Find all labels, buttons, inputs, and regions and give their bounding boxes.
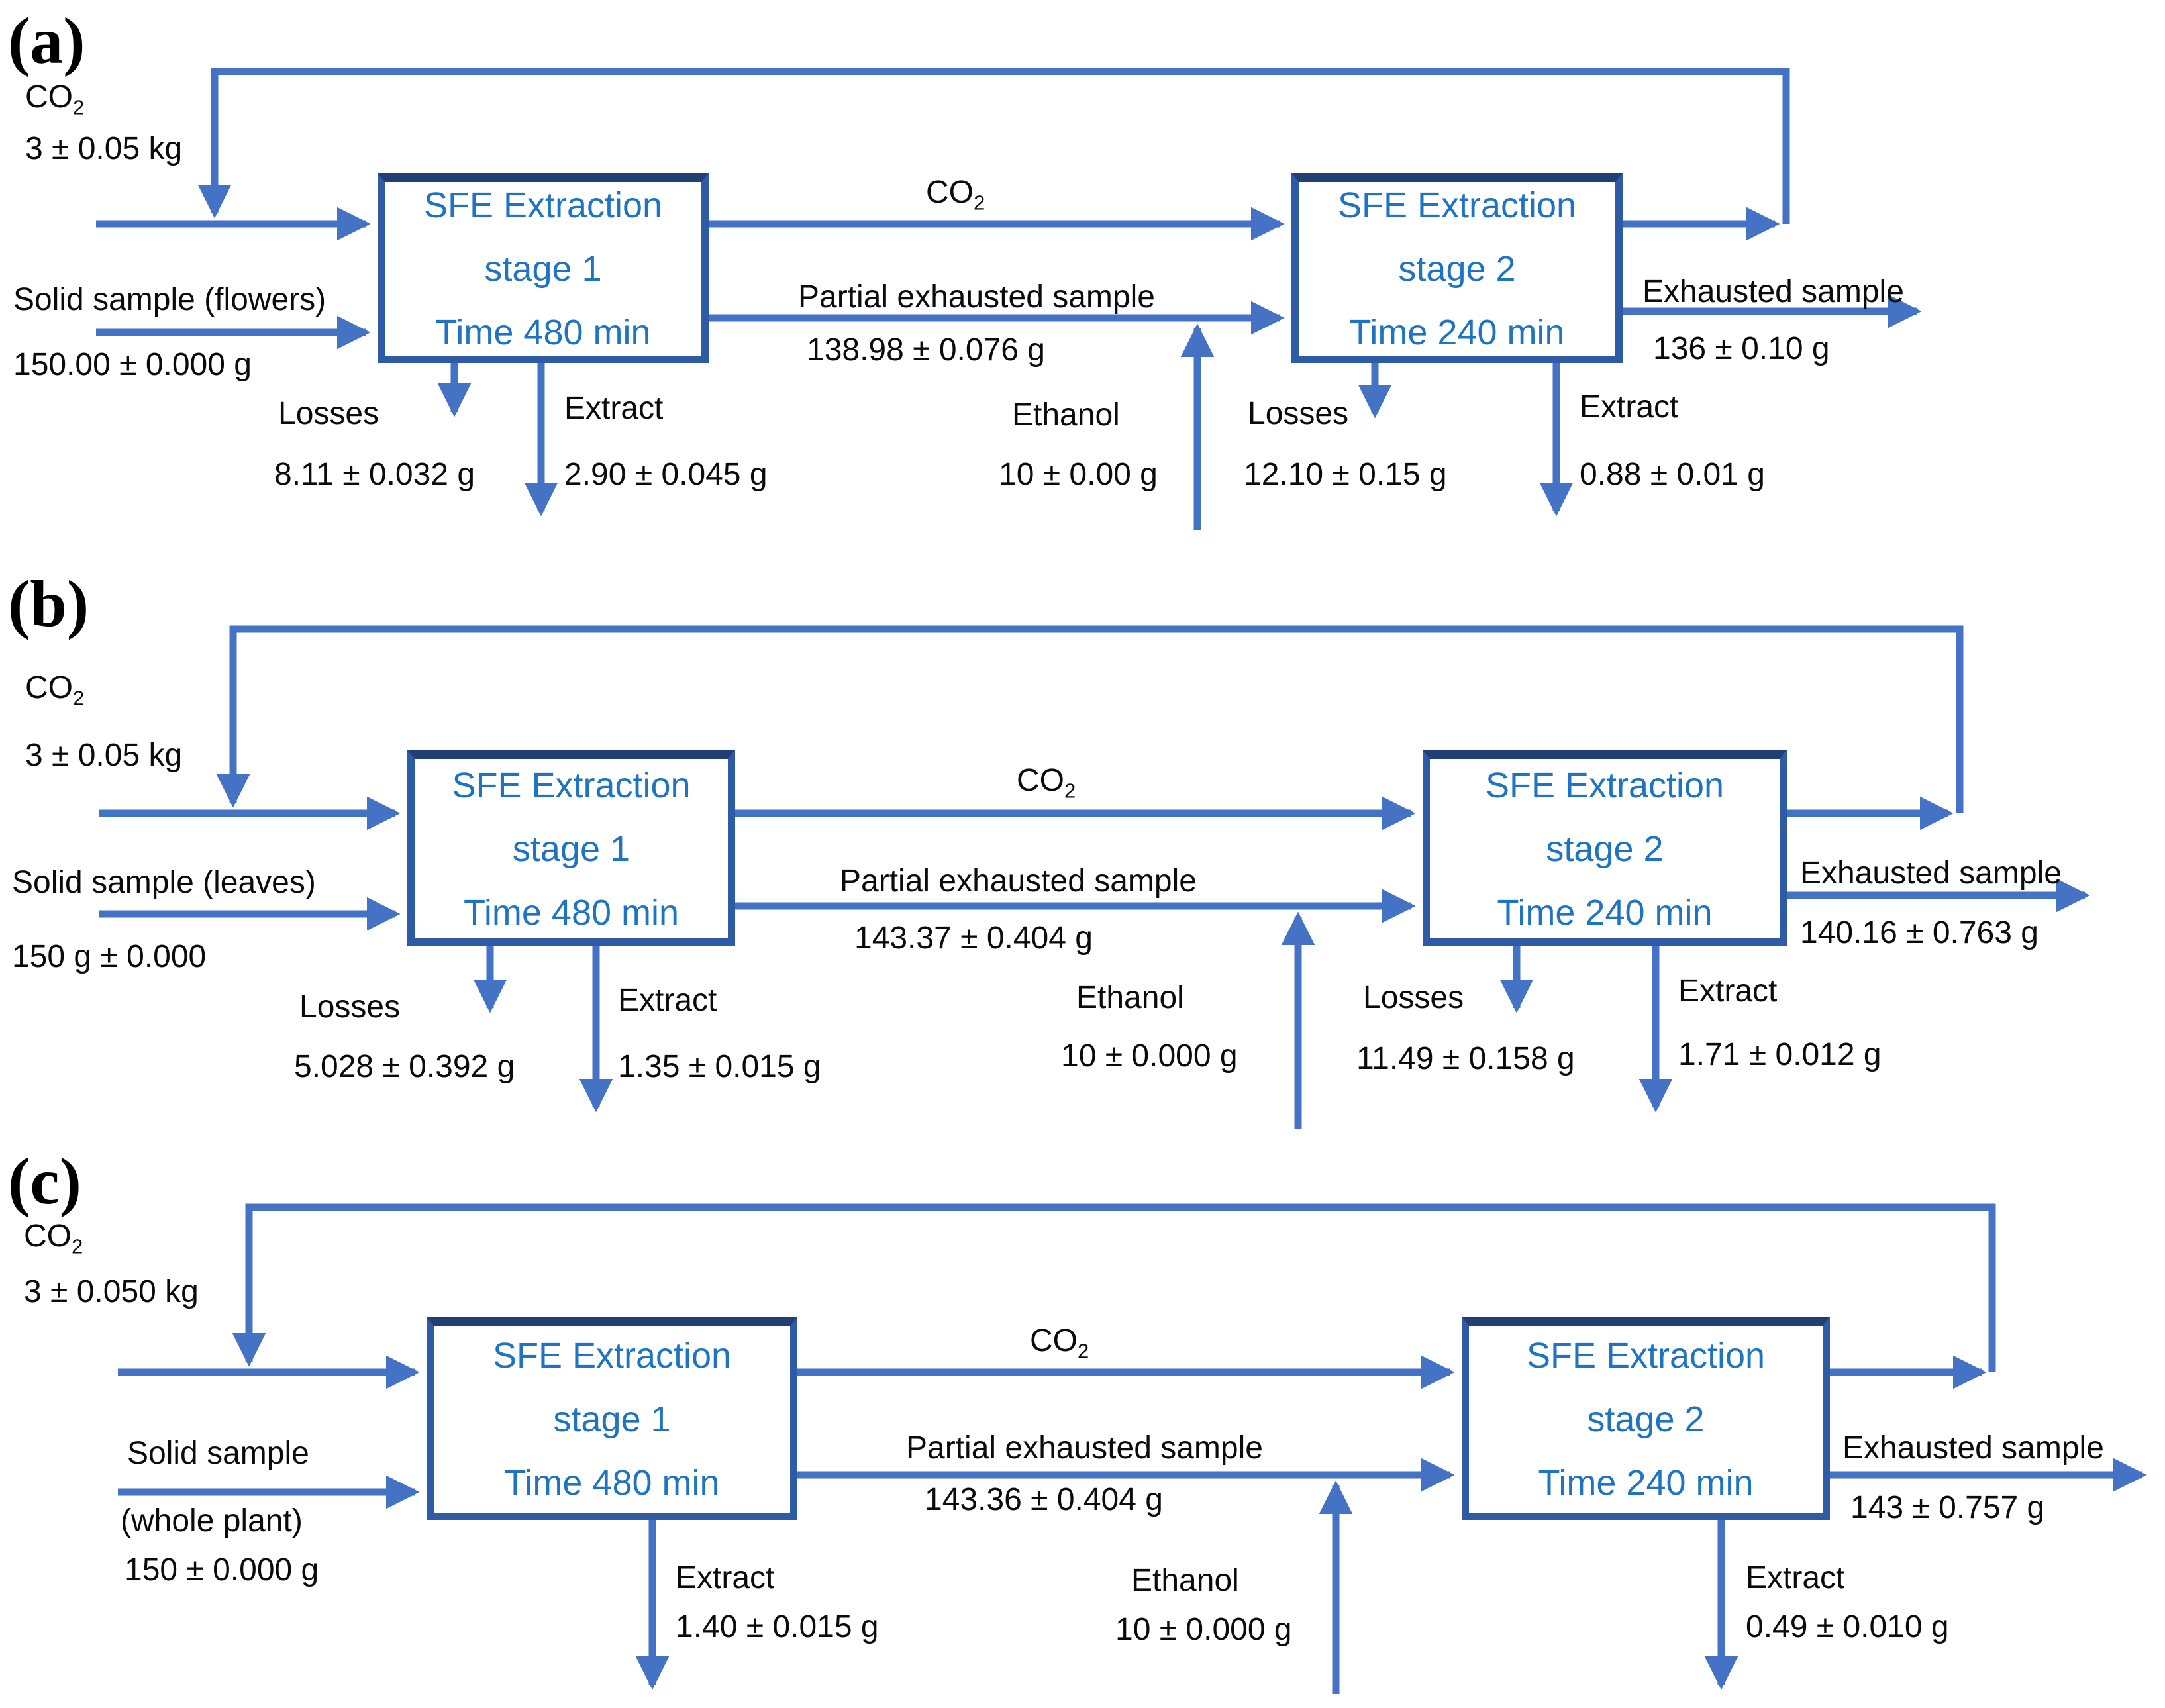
losses2-amount: 11.49 ± 0.158 g <box>1356 1041 1575 1076</box>
panel-letter: (c) <box>8 1144 81 1218</box>
stage2-box-line3: Time 240 min <box>1349 313 1565 352</box>
solid-feed-label: Solid sample <box>127 1436 309 1471</box>
co2-feed-label: CO2 <box>24 1219 83 1258</box>
ethanol-label: Ethanol <box>1012 397 1120 432</box>
exhausted-label: Exhausted sample <box>1800 856 2062 891</box>
co2-recycle-line <box>232 1203 1996 1372</box>
panel-a-wires <box>96 68 1922 530</box>
stage1-box-line2: stage 1 <box>512 829 630 869</box>
extract2-amount: 0.49 ± 0.010 g <box>1746 1609 1949 1644</box>
co2-recycle-line <box>197 68 1790 224</box>
solid-feed-label: Solid sample (leaves) <box>12 865 316 900</box>
co2-stream-label: CO2 <box>1017 763 1076 803</box>
losses1-amount: 5.028 ± 0.392 g <box>294 1049 515 1084</box>
panel-letter: (a) <box>8 4 85 77</box>
stage1-box-line1: SFE Extraction <box>423 185 663 225</box>
extract1-amount: 1.35 ± 0.015 g <box>618 1049 821 1084</box>
ethanol-label: Ethanol <box>1076 980 1184 1015</box>
co2-stream-label: CO2 <box>1030 1323 1089 1363</box>
co2-feed-label: CO2 <box>25 79 85 119</box>
losses1-amount: 8.11 ± 0.032 g <box>274 457 476 492</box>
stage2-box: SFE Extraction stage 2 Time 240 min <box>1423 750 1787 946</box>
extract2-label: Extract <box>1580 389 1679 425</box>
stage1-box: SFE Extraction stage 1 Time 480 min <box>407 750 735 946</box>
co2-feed-amount: 3 ± 0.05 kg <box>25 738 183 773</box>
exhausted-label: Exhausted sample <box>1842 1431 2104 1466</box>
stage1-box-line1: SFE Extraction <box>452 765 691 805</box>
stage2-box: SFE Extraction stage 2 Time 240 min <box>1462 1317 1830 1520</box>
exhausted-amount: 140.16 ± 0.763 g <box>1800 915 2039 950</box>
extract2-label: Extract <box>1746 1560 1845 1595</box>
extract1-label: Extract <box>618 983 717 1018</box>
stage1-box: SFE Extraction stage 1 Time 480 min <box>427 1317 797 1520</box>
losses1-label: Losses <box>299 989 401 1025</box>
stage1-box-line2: stage 1 <box>553 1399 671 1439</box>
stage2-box-line2: stage 2 <box>1398 249 1516 289</box>
panel-c-wires <box>118 1203 2147 1694</box>
ethanol-amount: 10 ± 0.000 g <box>1115 1612 1292 1647</box>
solid-feed-label2: (whole plant) <box>121 1503 303 1538</box>
stage1-box-line3: Time 480 min <box>463 892 680 932</box>
extract2-amount: 1.71 ± 0.012 g <box>1678 1037 1882 1072</box>
stage2-box: SFE Extraction stage 2 Time 240 min <box>1291 173 1623 363</box>
losses2-label: Losses <box>1248 396 1349 431</box>
co2-recycle-line <box>216 625 1964 813</box>
partial-stream-amount: 143.36 ± 0.404 g <box>925 1482 1163 1517</box>
panel-letter: (b) <box>8 567 89 640</box>
co2-feed-label: CO2 <box>25 670 85 710</box>
losses2-label: Losses <box>1363 980 1464 1015</box>
stage2-box-line2: stage 2 <box>1546 829 1664 869</box>
solid-feed-amount: 150 ± 0.000 g <box>125 1552 319 1587</box>
partial-stream-amount: 143.37 ± 0.404 g <box>854 921 1093 956</box>
solid-feed-amount: 150.00 ± 0.000 g <box>13 347 252 382</box>
solid-feed-label: Solid sample (flowers) <box>13 282 327 317</box>
partial-stream-amount: 138.98 ± 0.076 g <box>807 332 1045 368</box>
exhausted-label: Exhausted sample <box>1642 274 1904 309</box>
partial-stream-label: Partial exhausted sample <box>840 864 1197 899</box>
extract2-label: Extract <box>1678 974 1778 1009</box>
stage1-box-line3: Time 480 min <box>435 313 651 352</box>
ethanol-amount: 10 ± 0.000 g <box>1061 1038 1238 1074</box>
panel-b: (b) CO2 3 ± 0.05 kg Solid sample (leaves… <box>0 570 2165 1139</box>
panel-b-wires <box>99 625 2090 1129</box>
stage2-box-line1: SFE Extraction <box>1526 1336 1766 1376</box>
partial-stream-label: Partial exhausted sample <box>798 279 1155 315</box>
extract1-label: Extract <box>676 1560 775 1595</box>
stage1-box-line3: Time 480 min <box>504 1463 720 1503</box>
stage1-box-line2: stage 1 <box>484 249 602 289</box>
co2-feed-amount: 3 ± 0.05 kg <box>25 131 183 166</box>
extract1-amount: 1.40 ± 0.015 g <box>676 1609 879 1644</box>
stage1-box: SFE Extraction stage 1 Time 480 min <box>378 173 709 363</box>
exhausted-amount: 136 ± 0.10 g <box>1653 331 1830 366</box>
stage2-box-line3: Time 240 min <box>1538 1463 1754 1503</box>
co2-feed-amount: 3 ± 0.050 kg <box>24 1274 199 1309</box>
stage2-box-line1: SFE Extraction <box>1337 185 1577 225</box>
ethanol-label: Ethanol <box>1131 1563 1239 1598</box>
stage2-box-line3: Time 240 min <box>1497 892 1713 932</box>
solid-feed-amount: 150 g ± 0.000 <box>12 939 207 974</box>
stage2-box-line2: stage 2 <box>1587 1399 1705 1439</box>
losses2-amount: 12.10 ± 0.15 g <box>1244 457 1447 492</box>
partial-stream-label: Partial exhausted sample <box>906 1431 1263 1466</box>
extract2-amount: 0.88 ± 0.01 g <box>1580 457 1765 492</box>
exhausted-amount: 143 ± 0.757 g <box>1850 1490 2045 1525</box>
panel-c: (c) CO2 3 ± 0.050 kg Solid sample (whole… <box>0 1139 2165 1708</box>
stage1-box-line1: SFE Extraction <box>492 1336 732 1376</box>
stage2-box-line1: SFE Extraction <box>1485 765 1725 805</box>
ethanol-amount: 10 ± 0.00 g <box>999 457 1158 492</box>
co2-stream-label: CO2 <box>926 175 985 215</box>
panel-a: (a) CO2 3 ± 0.05 kg Solid sample (flower… <box>0 0 2165 570</box>
losses1-label: Losses <box>278 396 379 431</box>
extract1-amount: 2.90 ± 0.045 g <box>564 457 768 492</box>
extract1-label: Extract <box>564 391 664 426</box>
